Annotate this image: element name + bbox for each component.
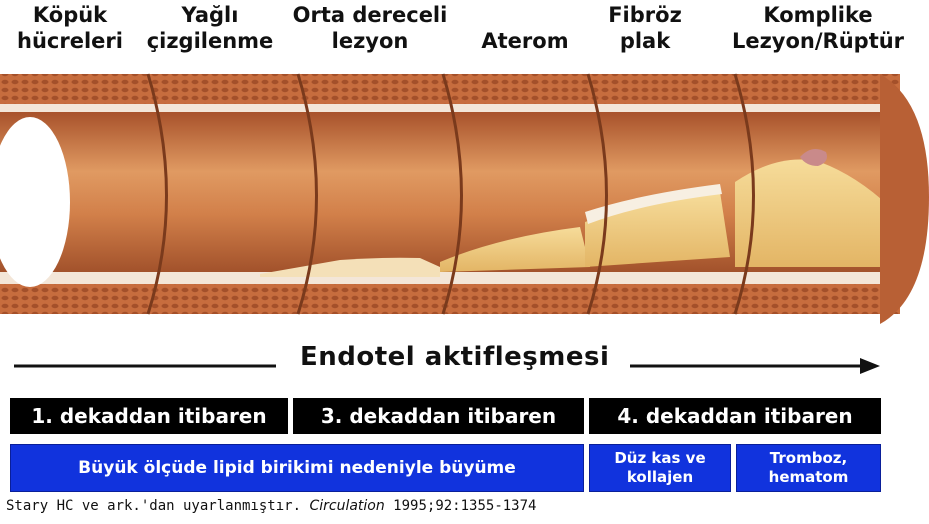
- decade-1-bar: 1. dekaddan itibaren: [10, 398, 288, 434]
- stage-label-fatty-streak: Yağlı çizgilenme: [140, 2, 280, 54]
- decade-4-bar: 4. dekaddan itibaren: [589, 398, 881, 434]
- decade-3-bar: 3. dekaddan itibaren: [293, 398, 584, 434]
- stage-label-atheroma: Aterom: [455, 28, 595, 54]
- citation-journal: Circulation: [309, 498, 384, 514]
- mechanism-thrombosis-hematoma: Tromboz, hematom: [736, 444, 881, 492]
- stage-label-intermediate-lesion: Orta dereceli lezyon: [280, 2, 460, 54]
- bottom-wall-intima: [0, 272, 900, 284]
- stage-label-fibrous-plaque: Fibröz plak: [580, 2, 710, 54]
- mechanism-smooth-muscle-collagen: Düz kas ve kollajen: [589, 444, 731, 492]
- mechanism-lipid-accumulation: Büyük ölçüde lipid birikimi nedeniyle bü…: [10, 444, 584, 492]
- stage-label-complicated-lesion: Komplike Lezyon/Rüptür: [712, 2, 924, 54]
- vessel-end-cap: [880, 74, 929, 324]
- citation-ref: 1995;92:1355-1374: [393, 498, 536, 514]
- citation-prefix: Stary HC ve ark.'dan uyarlanmıştır.: [6, 498, 301, 514]
- artery-cross-section-illustration: [0, 62, 929, 362]
- stage-label-foam-cells: Köpük hücreleri: [0, 2, 140, 54]
- citation: Stary HC ve ark.'dan uyarlanmıştır. Circ…: [6, 498, 536, 514]
- endothelial-activation-label: Endotel aktifleşmesi: [300, 342, 609, 372]
